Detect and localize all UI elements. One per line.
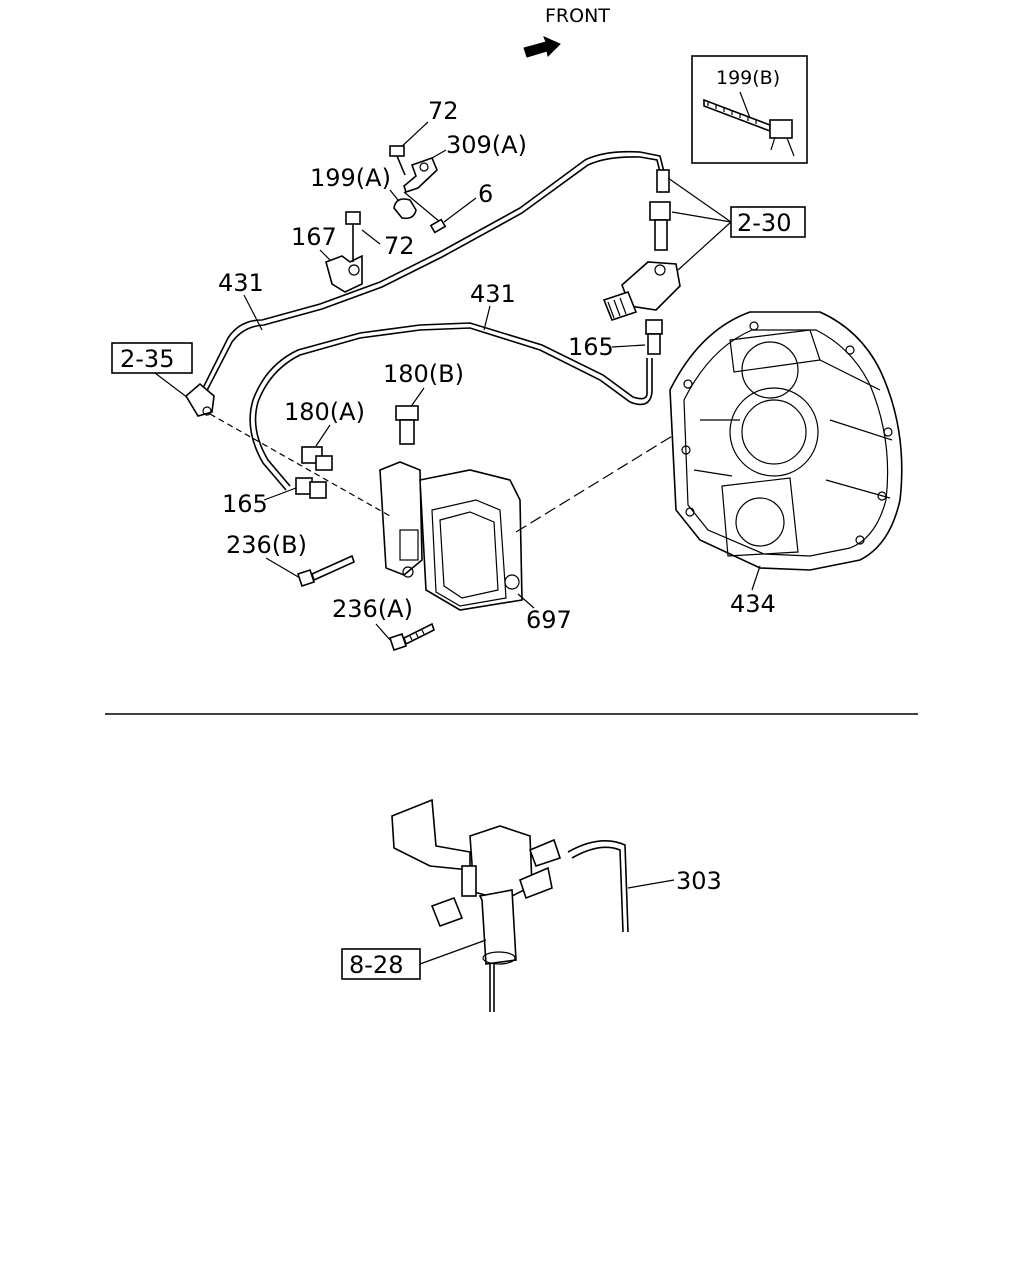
callout-236b: 236(B)	[226, 531, 307, 559]
elbow-fitting-icon	[184, 382, 215, 417]
callout-199a: 199(A)	[310, 164, 391, 192]
callout-697: 697	[526, 606, 572, 634]
fitting-165-left-icon	[295, 477, 327, 499]
ref-box-2-35	[111, 342, 193, 374]
ref-box-2-30	[730, 206, 806, 238]
fittings-180: 180(B) 180(A) 165	[222, 360, 464, 518]
bracket-group: 72 309(A) 199(A) 6	[310, 97, 527, 234]
fitting-165-icon	[645, 319, 663, 355]
front-arrow-icon	[523, 36, 561, 58]
callout-180a: 180(A)	[284, 398, 365, 426]
callout-2-30: 2-30	[737, 209, 791, 237]
callout-309a: 309(A)	[446, 131, 527, 159]
callout-303: 303	[676, 867, 722, 895]
pipe-431-upper	[195, 150, 665, 405]
callout-165-right: 165	[568, 333, 614, 361]
callout-8-28: 8-28	[349, 951, 403, 979]
callout-199b: 199(B)	[716, 67, 780, 89]
callout-6: 6	[478, 180, 493, 208]
pin-6-icon	[429, 218, 447, 234]
front-label: FRONT	[545, 5, 610, 27]
fitting-upper-icon	[649, 169, 671, 251]
bolt-236b-group: 236(B)	[226, 531, 355, 588]
hose-303	[567, 840, 629, 933]
callout-431-left: 431	[218, 269, 264, 297]
bolt-236a-group: 236(A)	[332, 595, 435, 652]
callout-180b: 180(B)	[383, 360, 464, 388]
clutch-housing-434	[669, 311, 903, 571]
callout-72-top: 72	[428, 97, 459, 125]
callout-72-lower: 72	[384, 232, 415, 260]
clip-309a-icon	[403, 156, 438, 194]
front-indicator: FRONT	[523, 5, 610, 58]
bolt-236a-icon	[388, 622, 435, 652]
relay-valve-icon	[602, 261, 681, 321]
ref-2-35-group: 2-35	[111, 342, 215, 417]
inset-frame	[691, 55, 808, 164]
callout-167: 167	[291, 223, 337, 251]
callout-165-left: 165	[222, 490, 268, 518]
bracket-167-icon	[325, 254, 363, 293]
callout-431-right: 431	[470, 280, 516, 308]
clutch-booster-697	[209, 375, 771, 611]
valve-2-30-group: 2-30	[602, 169, 806, 321]
fitting-180a-icon	[301, 446, 333, 471]
cable-tie-icon	[703, 98, 795, 157]
bolt-72-icon	[389, 145, 406, 176]
fitting-180b-icon	[395, 405, 419, 445]
connector-165-right: 165	[568, 319, 663, 361]
bracket-167-group: 167 72	[291, 211, 415, 293]
ref-box-8-28	[341, 948, 421, 980]
valve-assembly-lower	[391, 798, 562, 1012]
callout-434: 434	[730, 590, 776, 618]
callout-236a: 236(A)	[332, 595, 413, 623]
clamp-199a-icon	[393, 191, 441, 223]
pipe-431-lower	[249, 322, 653, 491]
callout-2-35: 2-35	[120, 345, 174, 373]
bolt-236b-icon	[296, 554, 355, 588]
inset-199b: 199(B)	[691, 55, 808, 164]
bolt-72-lower-icon	[345, 211, 361, 262]
